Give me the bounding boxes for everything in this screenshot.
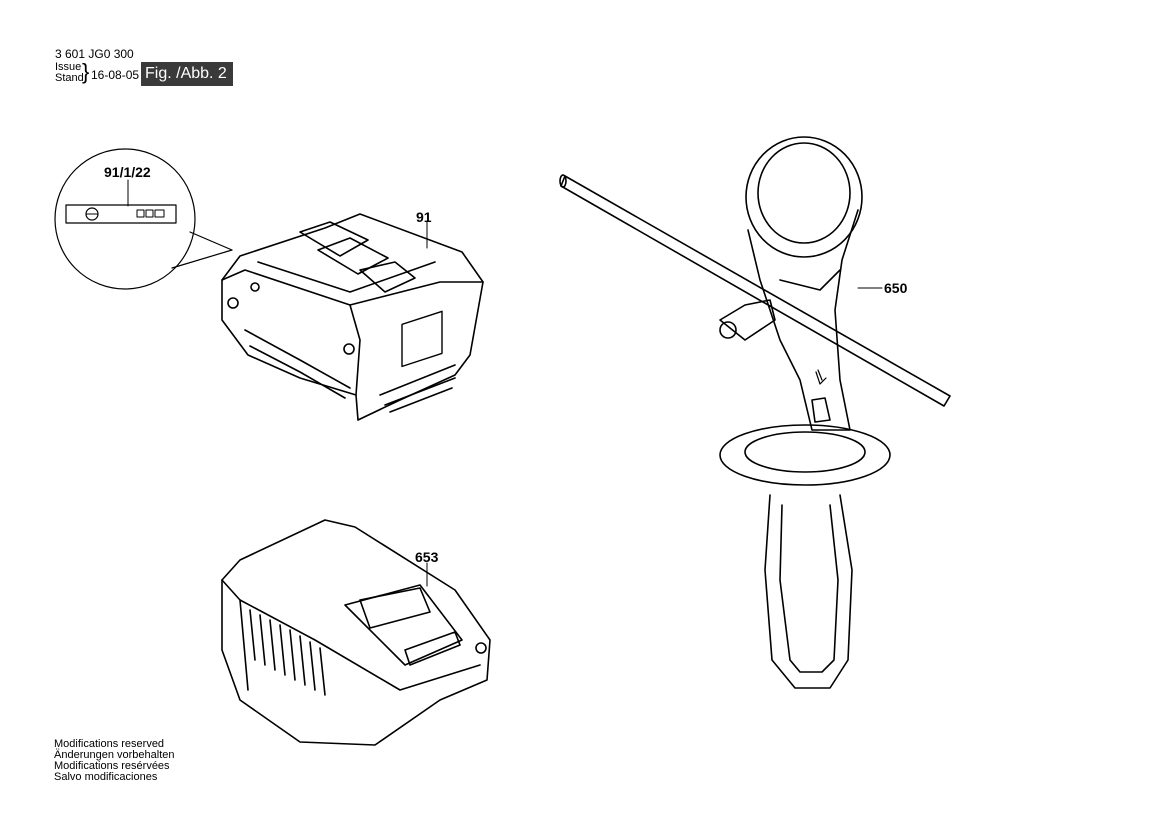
issue-date: 16-08-05 <box>91 68 140 82</box>
note-line: Modifications resérvées <box>54 760 170 772</box>
figure-badge: Fig. /Abb. 2 <box>141 62 233 86</box>
battery-pack <box>221 213 484 421</box>
note-line: Salvo modificaciones <box>54 771 158 783</box>
document-number: 3 601 JG0 300 <box>55 47 134 61</box>
depth-stop-rod <box>559 174 951 407</box>
charger-part-label: 653 <box>415 549 439 565</box>
detail-callout <box>54 148 233 290</box>
stand-label: Stand <box>55 72 84 84</box>
brace-glyph: } <box>82 59 90 84</box>
note-line: Modifications reserved <box>54 738 165 750</box>
detail-callout-label: 91/1/22 <box>104 164 151 180</box>
handle-part-label: 650 <box>884 280 908 296</box>
charger <box>221 519 491 746</box>
issue-label: Issue <box>55 61 82 73</box>
battery-part-label: 91 <box>416 209 432 225</box>
auxiliary-handle <box>719 136 891 689</box>
modification-notes: Modifications reserved Änderungen vorbeh… <box>54 739 174 783</box>
issue-stand-labels: Issue Stand <box>55 62 84 84</box>
note-line: Änderungen vorbehalten <box>54 749 175 761</box>
